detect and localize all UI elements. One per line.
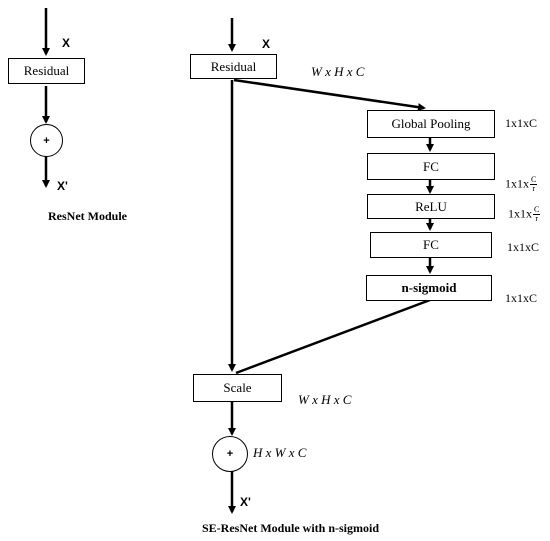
relu-dims-numerator: C: [533, 205, 541, 215]
global-pooling-block: Global Pooling: [367, 110, 495, 138]
n-sigmoid-dims-label: 1x1xC: [505, 291, 538, 305]
scale-dims-label: W x H x C: [298, 392, 352, 407]
left-residual-block: Residual: [8, 58, 85, 84]
left-output-label: X': [57, 179, 68, 193]
fc1-dims-denominator: r: [532, 184, 535, 193]
n-sigmoid-block: n-sigmoid: [366, 275, 492, 301]
right-input-label: X: [262, 37, 271, 51]
right-caption: SE-ResNet Module with n-sigmoid: [202, 521, 380, 535]
fc1-block: FC: [367, 153, 495, 180]
residual-to-pooling-arrow: [233, 78, 426, 112]
fc1-dims-numerator: C: [530, 175, 538, 185]
plus-dims-label: H x W x C: [253, 445, 307, 460]
right-output-label: X': [240, 495, 251, 509]
fc2-block: FC: [370, 232, 492, 258]
left-input-label: X: [62, 36, 71, 50]
left-plus-node: +: [30, 124, 63, 157]
residual-dims-label: W x H x C: [311, 64, 365, 79]
right-plus-node: +: [212, 436, 248, 472]
fc1-dims-prefix: 1x1x: [505, 176, 529, 191]
relu-block: ReLU: [367, 194, 495, 219]
right-residual-block: Residual: [190, 54, 277, 79]
relu-dims-prefix: 1x1x: [508, 206, 532, 221]
fc2-dims-label: 1x1xC: [507, 240, 540, 254]
relu-dims-denominator: r: [535, 214, 538, 223]
global-pooling-dims-label: 1x1xC: [505, 116, 538, 130]
sigmoid-to-scale-line: [235, 298, 431, 375]
left-caption: ResNet Module: [48, 209, 127, 223]
scale-block: Scale: [193, 374, 282, 402]
